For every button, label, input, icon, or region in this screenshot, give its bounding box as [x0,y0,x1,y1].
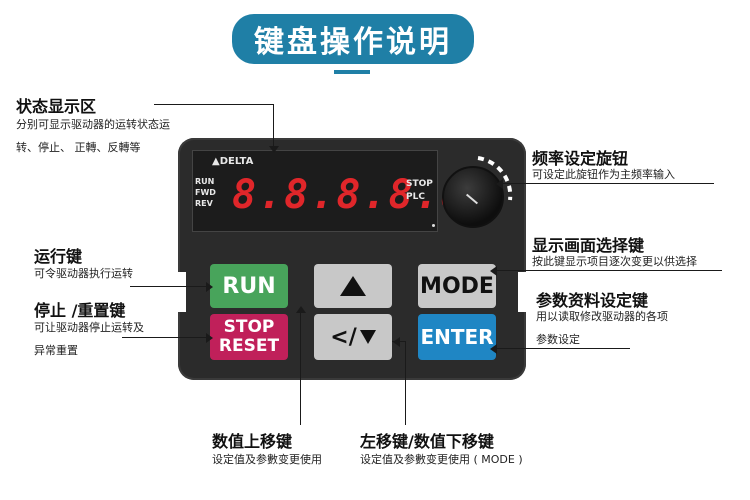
delta-logo-icon: ▲​ [212,156,220,167]
freq-knob-heading: 频率设定旋钮 [532,149,629,168]
mode-leader [496,270,722,271]
indicator-plc: PLC [406,192,425,202]
stop-key-heading: 停止 /重置键 [34,301,126,320]
run-button[interactable]: RUN [210,264,288,308]
stop-reset-button[interactable]: STOP RESET [210,314,288,360]
status-leader-h [154,104,274,105]
run-key-line1: 可令驱动器执行运转 [34,267,133,280]
status-area-heading: 状态显示区 [16,97,97,116]
brand-logo: ▲​ DELTA [212,156,253,167]
reset-label: RESET [218,336,280,356]
left-down-button[interactable]: </ [314,314,392,360]
freq-leader-arrow-icon [496,179,503,189]
left-down-leader-v [405,341,406,425]
enter-leader [496,348,630,349]
up-leader-arrow-icon [296,306,306,313]
up-arrow-icon [340,276,366,296]
brand-label: DELTA [219,156,254,167]
stop-key-line2: 异常重置 [34,344,78,357]
enter-button[interactable]: ENTER [418,314,496,360]
stop-key-line1: 可让驱动器停止运转及 [34,321,144,334]
mode-button[interactable]: MODE [418,264,496,308]
up-button[interactable] [314,264,392,308]
left-down-key-heading: 左移键/数值下移键 [360,432,494,451]
title-banner: 键盘操作说明 [232,14,474,64]
right-indicators: STOP PLC [406,178,433,204]
frequency-knob[interactable] [442,166,504,228]
left-indicators: RUN FWD REV [195,176,216,209]
indicator-run: RUN [195,177,215,186]
status-area-line1: 分别可显示驱动器的运转状态运 [16,118,170,131]
run-leader [130,286,210,287]
indicator-fwd: FWD [195,188,216,197]
left-down-label: </ [330,324,357,350]
mode-key-line1: 按此键显示项目逐次变更以供选择 [532,255,697,268]
up-key-line1: 设定值及参數变更使用 [212,453,322,466]
title-underline [334,70,370,74]
stop-leader-arrow-icon [206,333,213,343]
status-area-line2: 转、停止、 正轉、反轉等 [16,141,141,154]
left-down-leader-arrow-icon [393,337,400,347]
down-arrow-icon [359,330,376,344]
run-button-label: RUN [222,273,276,299]
indicator-stop: STOP [406,179,433,189]
up-leader [300,312,301,425]
mode-key-heading: 显示画面选择键 [532,236,645,255]
mode-button-label: MODE [420,273,494,299]
indicator-rev: REV [195,199,213,208]
stop-leader [122,337,210,338]
panel-notch-right [518,272,530,312]
display-dot [432,224,435,227]
status-leader-arrow-icon [269,146,279,153]
freq-knob-line1: 可设定此旋钮作为主频率输入 [532,168,675,181]
enter-leader-arrow-icon [490,344,497,354]
enter-key-line2: 参数设定 [536,333,580,346]
status-display [192,150,438,232]
left-down-key-line1: 设定值及参數变更使用 ( MODE ) [360,453,523,466]
enter-button-label: ENTER [420,325,494,349]
enter-key-line1: 用以读取修改驱动器的各项 [536,310,668,323]
freq-leader [502,183,714,184]
enter-key-heading: 参数资料设定键 [536,291,649,310]
stop-label: STOP [223,317,275,337]
page-title: 键盘操作说明 [254,25,452,60]
status-leader-v [273,104,274,150]
panel-notch-left [174,272,186,312]
up-key-heading: 数值上移键 [212,432,293,451]
mode-leader-arrow-icon [490,266,497,276]
run-key-heading: 运行键 [34,247,83,266]
run-leader-arrow-icon [206,282,213,292]
